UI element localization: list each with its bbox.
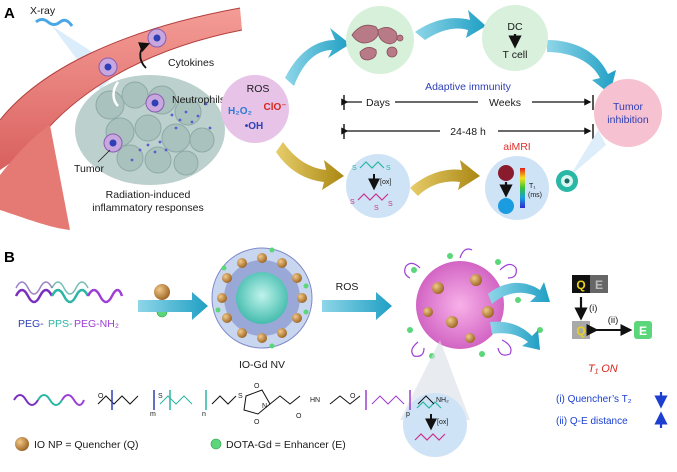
- arrow-ros-to-tumor-debris: [285, 28, 350, 86]
- blood-vessel-illustration: [0, 7, 243, 230]
- timeline-days-weeks: [341, 95, 594, 110]
- q-label-bottom: Q: [576, 324, 585, 338]
- legend-io-label: IO NP = Quencher (Q): [34, 439, 139, 451]
- neutrophil-cells: [98, 28, 167, 153]
- q-label-top: Q: [576, 278, 585, 292]
- adaptive-immunity-label: Adaptive immunity: [425, 81, 512, 93]
- svg-text:S: S: [352, 165, 357, 172]
- pps-oxidation-structure-b: [414, 401, 446, 441]
- timeline-days-label: Days: [366, 97, 390, 109]
- tcell-label: T cell: [503, 49, 528, 61]
- struct-o-1: O: [98, 393, 104, 400]
- aimri-circle: [485, 156, 549, 220]
- struct-n: n: [202, 411, 206, 418]
- e-box-dark: [590, 275, 608, 293]
- timeline-hours: [341, 124, 594, 139]
- tumor-inhibition-line-2: inhibition: [607, 114, 649, 126]
- svg-text:S: S: [386, 165, 391, 172]
- legend-io-icon: [15, 437, 29, 451]
- legend-gd-icon: [210, 438, 222, 450]
- polymer-chain-icon: [13, 394, 85, 406]
- e-label-bottom: E: [639, 324, 647, 338]
- pps-label: PPS-: [48, 318, 73, 330]
- caption-line-1: Radiation-induced: [106, 189, 191, 201]
- t1-on-label: T₁ ON: [588, 363, 618, 375]
- ros-arrow-label: ROS: [336, 281, 359, 293]
- t1-colorbar: [520, 168, 525, 208]
- peg-label-1: PEG-: [18, 318, 44, 330]
- arrow-debris-to-dc: [415, 10, 486, 40]
- cytokine-arrow: [137, 42, 151, 69]
- tumor-debris-illustration: [351, 24, 404, 61]
- xray-label: X-ray: [30, 5, 56, 17]
- disassembled-nanovesicle-illustration: [404, 248, 550, 359]
- tumor-inhibition-circle: [594, 79, 662, 147]
- cytokine-dots: [130, 102, 212, 162]
- struct-o-3: O: [254, 419, 260, 426]
- ros-oh: •OH: [245, 121, 264, 132]
- step-i-label: (i): [589, 303, 597, 314]
- struct-nh2: NH₂: [436, 397, 449, 404]
- svg-text:S: S: [374, 205, 379, 212]
- timeline-hours-label: 24-48 h: [450, 126, 486, 138]
- timeline-weeks-label: Weeks: [489, 97, 521, 109]
- struct-hn: HN: [310, 397, 320, 404]
- peg-nh2-label: PEG-NH₂: [74, 318, 119, 330]
- t1-colorbar-unit: (ms): [528, 192, 542, 199]
- step-ii-label: (ii): [608, 315, 619, 326]
- e-label-top: E: [595, 278, 603, 292]
- arrow-oxidation-to-aimri: [410, 160, 480, 196]
- neutrophils-label: Neutrophils: [172, 94, 225, 106]
- struct-s-1: S: [158, 393, 163, 400]
- legend-gd-label: DOTA-Gd = Enhancer (E): [226, 439, 346, 451]
- aimri-label: aiMRI: [503, 141, 530, 153]
- dc-label: DC: [507, 21, 523, 33]
- pps-oxidation-structure-a: S S S S S: [350, 161, 393, 212]
- xray-wave-icon: [35, 18, 74, 27]
- struct-n-atom: N: [262, 403, 267, 410]
- t1-colorbar-label: T₁: [529, 183, 536, 190]
- cytokines-label: Cytokines: [168, 57, 214, 69]
- chemical-structure: [97, 389, 435, 415]
- e-box-glow: [634, 321, 652, 339]
- svg-text:S: S: [388, 201, 393, 208]
- tumor-pointer-line: [97, 149, 111, 163]
- struct-o-2: O: [254, 383, 260, 390]
- ox-label-b: [ox]: [437, 419, 448, 426]
- struct-m: m: [150, 411, 156, 418]
- svg-text:S: S: [350, 199, 355, 206]
- q-box-dark: [572, 275, 590, 293]
- qe-distance-label: (ii) Q-E distance: [556, 416, 628, 427]
- arrow-ros-to-oxidation: [276, 142, 344, 190]
- peg-pps-peg-polymer-illustration: [14, 281, 124, 304]
- ros-h2o2: H₂O₂: [228, 106, 252, 117]
- struct-p: p: [406, 411, 410, 418]
- io-gd-nv-label: IO-Gd NV: [239, 359, 285, 371]
- io-gd-nanovesicle-illustration: [211, 247, 313, 349]
- tumor-inhibition-line-1: Tumor: [613, 101, 643, 113]
- tumor-label: Tumor: [74, 163, 104, 175]
- struct-o-4: O: [296, 413, 302, 420]
- ros-title: ROS: [247, 83, 270, 95]
- panel-a-label: A: [4, 5, 15, 22]
- q-box-light: [572, 321, 590, 339]
- imaging-beam: [570, 130, 606, 176]
- arrow-tcell-to-inhibition: [547, 40, 616, 94]
- ros-clo: ClO⁻: [263, 102, 286, 113]
- quencher-t2-label: (i) Quencher’s T₂: [556, 394, 632, 405]
- extravasation-arrow: [112, 81, 120, 107]
- ox-label-a: [ox]: [380, 179, 391, 186]
- aimri-bright-spot-icon: [498, 198, 514, 214]
- panel-b-label: B: [4, 249, 15, 266]
- io-np-icon: [154, 284, 170, 300]
- struct-s-2: S: [238, 393, 243, 400]
- arrow-to-nanovesicle: [138, 292, 208, 320]
- ros-circle: [221, 75, 289, 143]
- arrow-to-disassembly: [322, 292, 392, 320]
- struct-o-5: O: [350, 393, 356, 400]
- aimri-dark-spot-icon: [498, 165, 514, 181]
- caption-line-2: inflammatory responses: [92, 202, 203, 214]
